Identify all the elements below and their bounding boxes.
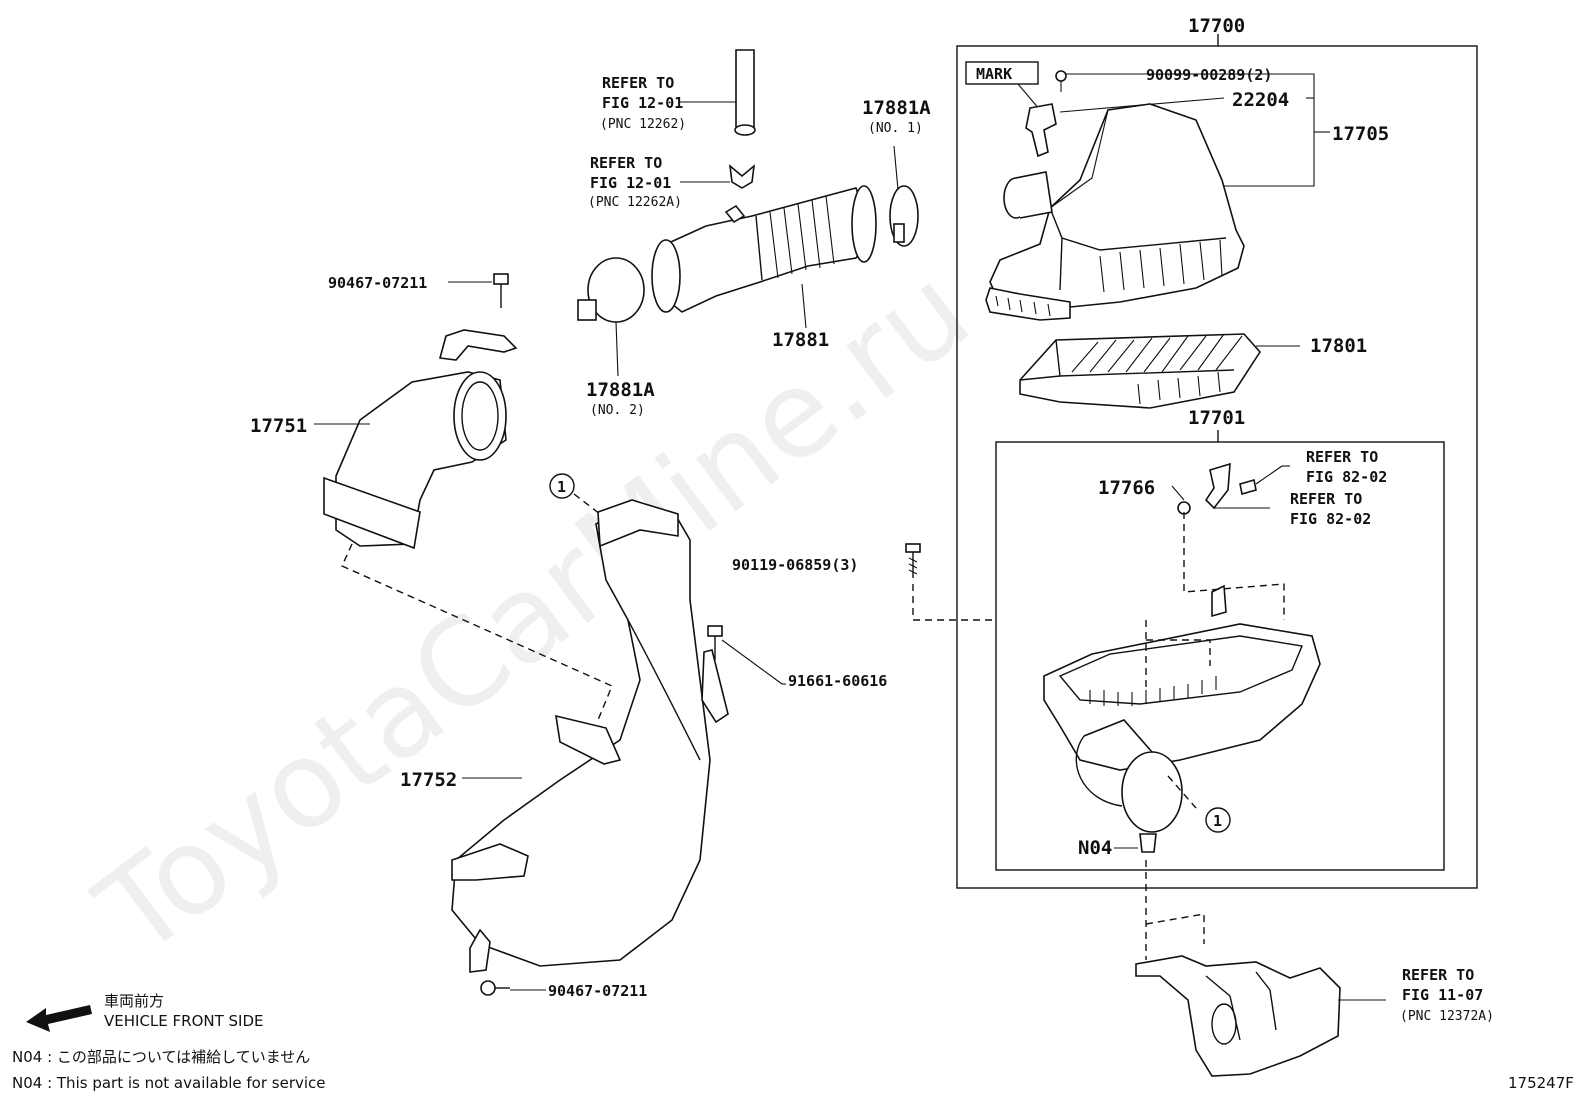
mount-bracket [1135,955,1341,1077]
mark-box [965,61,1039,85]
air-duct-17751 [323,329,518,550]
label-17751: 17751 [250,415,307,437]
assy-box [956,45,1478,889]
label-17701: 17701 [1188,407,1245,429]
svg-text:1: 1 [1213,812,1222,830]
label-17881a-2: 17881A [586,379,655,401]
note-en: N04 : This part is not available for ser… [12,1074,326,1092]
clamp-no1 [889,185,919,247]
ref4-line2: FIG 82-02 [1290,510,1371,528]
case-bracket [1177,462,1257,515]
mark-label: MARK [976,65,1012,83]
ref1-line1: REFER TO [602,74,674,92]
label-91661: 91661-60616 [788,672,887,690]
ref2-line3: (PNC 12262A) [588,195,682,210]
ref1-line2: FIG 12-01 [602,94,683,112]
n04-cushion [1139,833,1157,853]
label-90099: 90099-00289(2) [1146,66,1272,84]
bolt-90467-top [493,273,509,308]
intake-hose [651,185,877,313]
case-box [995,441,1445,871]
bolt-90119 [905,543,921,578]
figure-code: 175247F [1508,1074,1574,1092]
ref3-line2: FIG 82-02 [1306,468,1387,486]
front-arrow-icon [26,1005,92,1032]
ref5-line2: FIG 11-07 [1402,986,1483,1004]
ref2-line2: FIG 12-01 [590,174,671,192]
clamp-no2 [577,257,645,323]
label-17801: 17801 [1310,335,1367,357]
ref1-line3: (PNC 12262) [600,117,686,132]
mass-air-flow-sensor [1025,70,1067,158]
label-22204: 22204 [1232,89,1289,111]
ref-pipe [728,49,756,189]
note-jp: N04 : この部品については補給していません [12,1048,310,1066]
bolt-91661 [707,625,723,660]
label-17881a-2-sub: (NO. 2) [590,403,645,418]
air-cleaner-case [1043,584,1321,833]
ref2-line1: REFER TO [590,154,662,172]
label-17766: 17766 [1098,477,1155,499]
label-17705: 17705 [1332,123,1389,145]
air-filter-element [1019,333,1262,409]
air-duct-17752 [451,499,729,973]
circle-ref-1a: 1 [549,473,575,499]
label-90119: 90119-06859(3) [732,556,858,574]
label-17881a-1-sub: (NO. 1) [868,121,923,136]
ref4-line1: REFER TO [1290,490,1362,508]
ref5-line1: REFER TO [1402,966,1474,984]
front-side-en: VEHICLE FRONT SIDE [104,1012,264,1030]
air-cleaner-cap [985,103,1245,321]
label-17881: 17881 [772,329,829,351]
ref3-line1: REFER TO [1306,448,1378,466]
label-17700: 17700 [1188,15,1245,37]
label-90467-top: 90467-07211 [328,274,427,292]
label-90467-bottom: 90467-07211 [548,982,647,1000]
bolt-90467-bottom [480,980,510,996]
circle-ref-1b: 1 [1205,807,1231,833]
label-n04: N04 [1078,837,1112,859]
ref5-line3: (PNC 12372A) [1400,1009,1494,1024]
label-17881a-1: 17881A [862,97,931,119]
svg-text:1: 1 [557,478,566,496]
label-17752: 17752 [400,769,457,791]
front-side-jp: 車両前方 [104,992,164,1010]
